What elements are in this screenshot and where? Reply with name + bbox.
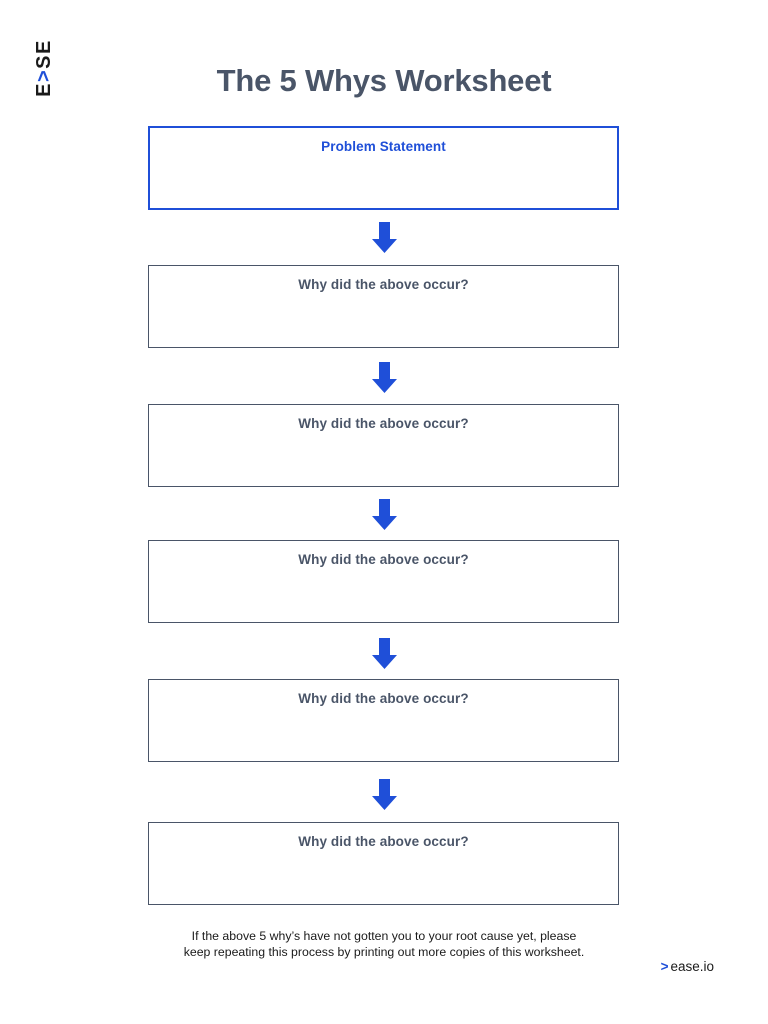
why-box-2[interactable]: Why did the above occur? [148,404,619,487]
why-box-5-label: Why did the above occur? [298,834,469,849]
why-box-1-field[interactable] [149,292,618,373]
why-box-3-label: Why did the above occur? [298,552,469,567]
footer-instructions: If the above 5 why’s have not gotten you… [0,928,768,961]
problem-statement-box[interactable]: Problem Statement [148,126,619,210]
why-box-4-label: Why did the above occur? [298,691,469,706]
page-title: The 5 Whys Worksheet [216,63,552,98]
arrow-down-icon [372,362,397,393]
brand-footer-label: ease.io [670,959,714,974]
arrow-down-icon [372,638,397,669]
why-box-5[interactable]: Why did the above occur? [148,822,619,905]
arrow-down-icon [372,499,397,530]
why-box-1[interactable]: Why did the above occur? [148,265,619,348]
brand-chevron-icon: > [660,959,669,974]
why-box-4-field[interactable] [149,706,618,787]
why-box-1-label: Why did the above occur? [298,277,469,292]
why-box-4[interactable]: Why did the above occur? [148,679,619,762]
footer-instructions-line-2: keep repeating this process by printing … [183,945,585,960]
why-box-2-label: Why did the above occur? [298,416,469,431]
brand-footer[interactable]: >ease.io [661,959,714,974]
why-box-3-field[interactable] [149,567,618,648]
arrow-down-icon [372,222,397,253]
arrow-down-icon [372,779,397,810]
problem-statement-label: Problem Statement [321,139,446,154]
why-box-3[interactable]: Why did the above occur? [148,540,619,623]
why-box-5-field[interactable] [149,849,618,930]
footer-instructions-line-1: If the above 5 why’s have not gotten you… [191,929,577,943]
